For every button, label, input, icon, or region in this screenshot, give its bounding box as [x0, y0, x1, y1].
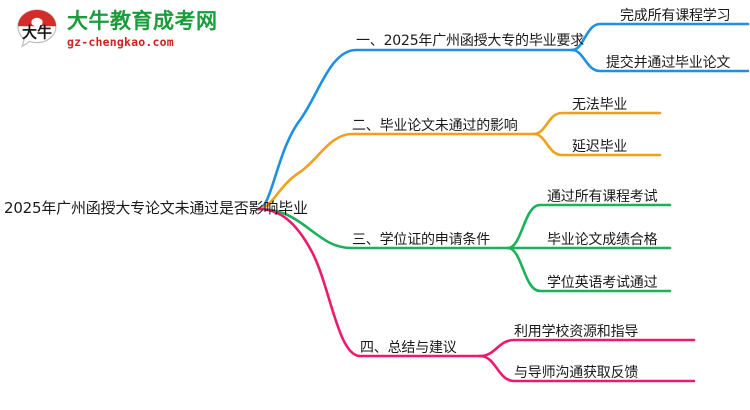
mindmap-branch-3-child-3[interactable]: 学位英语考试通过: [547, 275, 658, 291]
mindmap-root-node[interactable]: 2025年广州函授大专论文未通过是否影响毕业: [4, 199, 308, 217]
mindmap-branch-3-label[interactable]: 三、学位证的申请条件: [352, 232, 490, 248]
mindmap-branch-1-label[interactable]: 一、2025年广州函授大专的毕业要求: [356, 33, 585, 49]
logo-domain: gz-chengkao.com: [67, 35, 174, 50]
mindmap-branch-1-child-1[interactable]: 完成所有课程学习: [620, 8, 731, 24]
mindmap-branch-1-child-2[interactable]: 提交并通过毕业论文: [606, 55, 731, 71]
mindmap-branch-3-child-2[interactable]: 毕业论文成绩合格: [547, 232, 658, 248]
mindmap-branch-2-label[interactable]: 二、毕业论文未通过的影响: [352, 118, 518, 134]
branch-line-1: [256, 22, 750, 211]
mindmap-branch-2-child-1[interactable]: 无法毕业: [572, 97, 628, 113]
mindmap-branch-4-child-2[interactable]: 与导师沟通获取反馈: [514, 365, 639, 381]
mindmap-branch-4-child-1[interactable]: 利用学校资源和指导: [514, 324, 639, 340]
logo-site-name: 大牛教育成考网: [67, 9, 218, 34]
mindmap-branch-2-child-2[interactable]: 延迟毕业: [572, 139, 628, 155]
mindmap-branch-3-child-1[interactable]: 通过所有课程考试: [547, 189, 658, 205]
svg-text:大牛: 大牛: [22, 24, 52, 42]
da-niu-speech-bubble-logo: 大牛: [14, 8, 60, 52]
mindmap-branch-4-label[interactable]: 四、总结与建议: [360, 340, 457, 356]
site-logo[interactable]: 大牛 大牛教育成考网 gz-chengkao.com: [14, 8, 218, 52]
